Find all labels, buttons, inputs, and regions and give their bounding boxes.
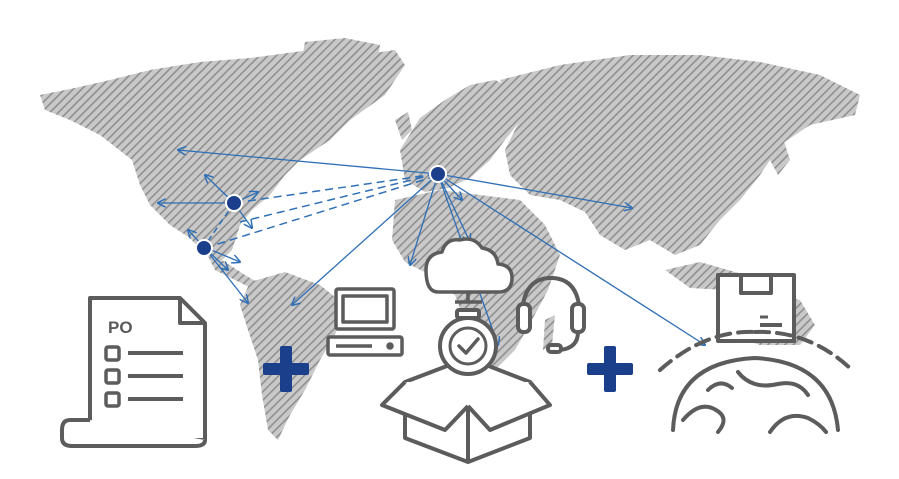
route-europe-to-indonesia: [437, 173, 705, 345]
continent-south-america: [240, 272, 345, 440]
hubs: [195, 165, 447, 257]
route-ca-to-south-america: [203, 246, 248, 303]
continent-madagascar: [543, 315, 555, 350]
continent-greenland: [300, 38, 380, 115]
hub-north-america: [225, 194, 243, 212]
route-europe-to-east-africa: [437, 173, 470, 242]
route-europe-to-west-africa: [410, 173, 439, 265]
route-europe-to-south-america: [292, 173, 439, 305]
continent-uk: [395, 112, 412, 140]
route-dashed-1: [233, 173, 437, 204]
headset-icon: [516, 276, 586, 354]
continent-north-america: [40, 48, 405, 262]
continent-asia: [500, 55, 860, 255]
route-dashed-4: [203, 202, 235, 248]
hub-central-america: [195, 239, 213, 257]
routes: [158, 150, 705, 345]
computer-icon: [326, 287, 404, 357]
globe-icon: [658, 329, 854, 434]
route-europe-to-asia: [437, 173, 632, 208]
document-icon: PO: [60, 296, 207, 448]
continent-japan: [770, 135, 790, 175]
plus-sign-1: [263, 346, 309, 392]
cloud-icon: [424, 237, 514, 304]
continent-central-america: [205, 250, 262, 290]
route-europe-to-north-america: [178, 150, 439, 175]
clock-check-icon: [438, 308, 498, 376]
plus-sign-2: [587, 346, 633, 392]
continent-europe: [400, 80, 525, 192]
hub-europe: [429, 165, 447, 183]
document-label: PO: [108, 318, 133, 337]
route-dashed-3: [204, 175, 437, 249]
route-dashed-2: [239, 173, 437, 223]
open-box-icon: [380, 356, 552, 464]
